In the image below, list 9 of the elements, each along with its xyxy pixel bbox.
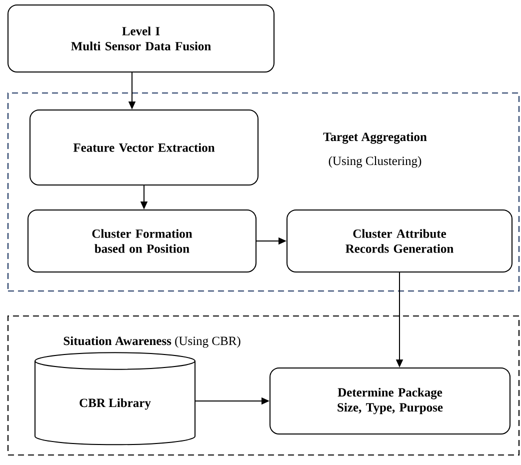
- region-title: Situation Awareness (Using CBR): [64, 336, 240, 348]
- process-box: Feature Vector Extraction: [30, 110, 258, 186]
- database-cylinder: CBR Library: [34, 352, 196, 446]
- region-title: (Using Clustering): [328, 156, 422, 168]
- process-box: Cluster Attribute Records Generation: [286, 210, 512, 272]
- process-box: Level I Multi Sensor Data Fusion: [8, 4, 274, 72]
- process-box: Determine Package Size, Type, Purpose: [270, 368, 510, 434]
- process-box: Cluster Formation based on Position: [28, 210, 256, 272]
- region-title: Target Aggregation: [323, 132, 427, 144]
